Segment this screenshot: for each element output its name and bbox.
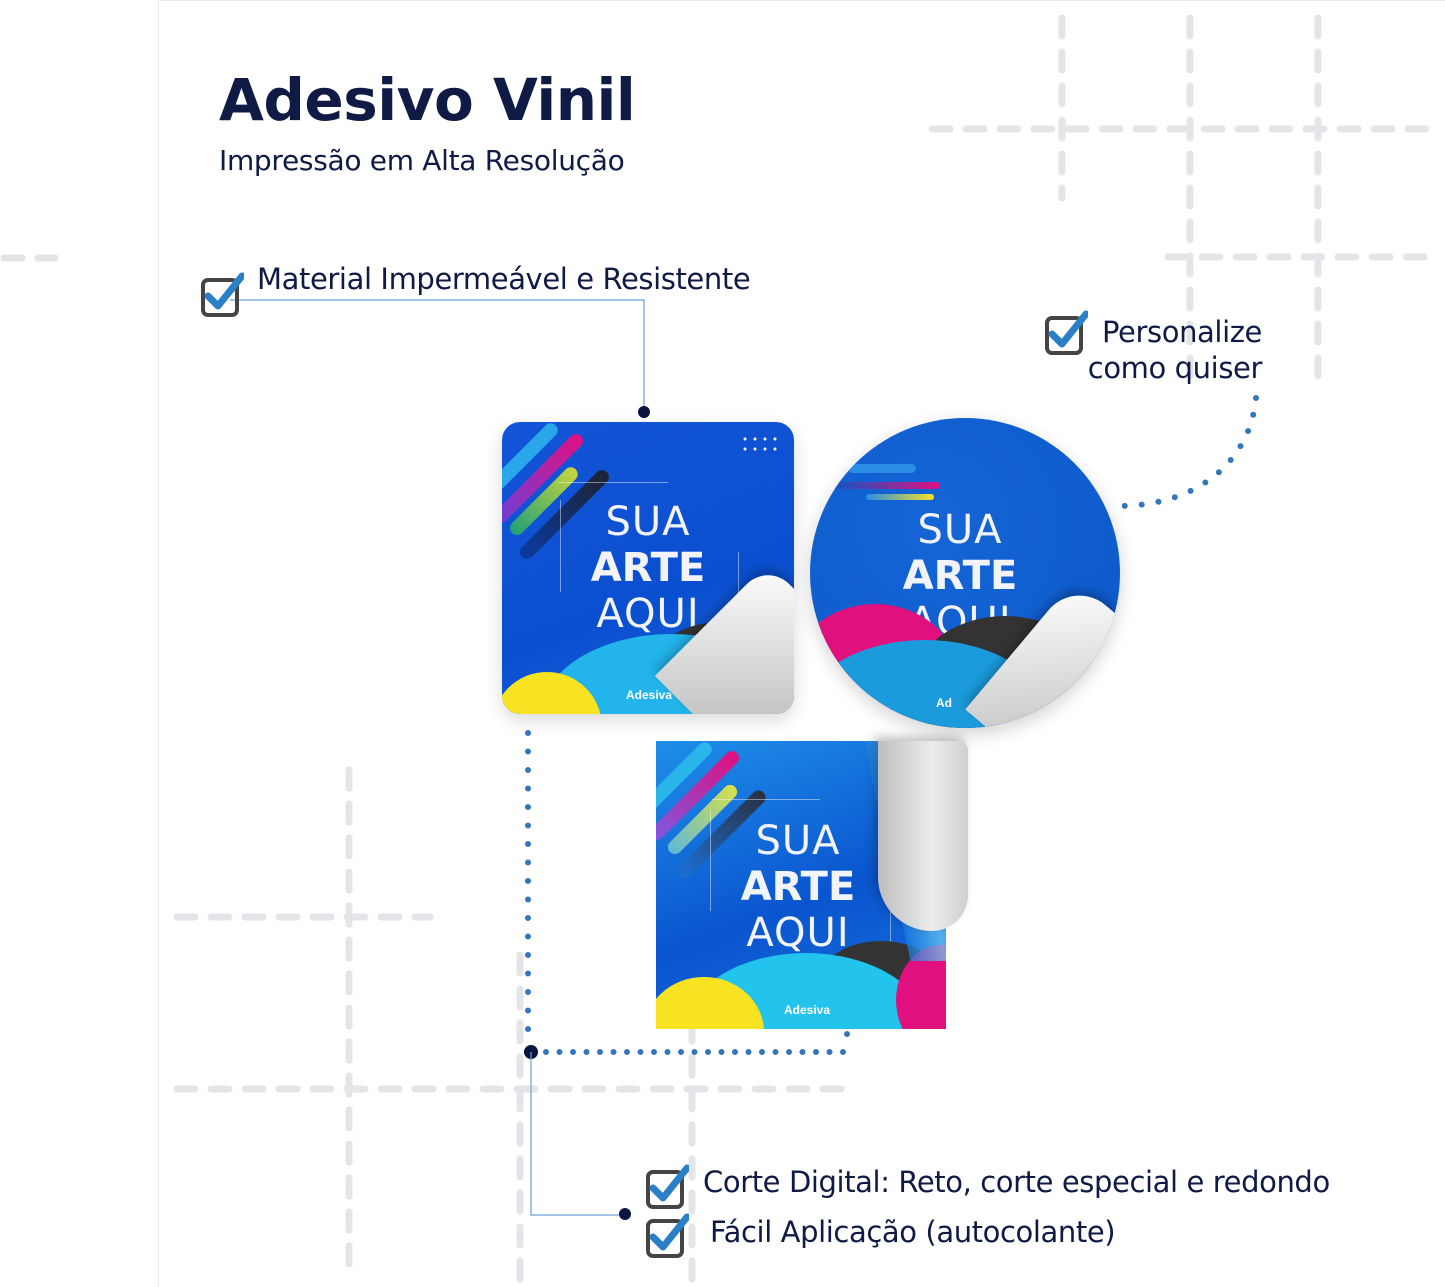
feature-personalize-line1: Personalize [1102, 315, 1262, 349]
sticker-rounded-square: SUA ARTE AQUI Adesiva [502, 422, 794, 714]
feature-corte-digital: Corte Digital: Reto, corte especial e re… [703, 1165, 1330, 1199]
checkbox-checked-icon [646, 1164, 689, 1209]
brand-logo: Adesiva [784, 1003, 831, 1017]
decor-frame-line [558, 482, 668, 483]
decor-frame-line [560, 500, 561, 592]
checkbox-checked-icon [201, 272, 244, 317]
feature-personalize-line2: como quiser [1087, 351, 1263, 385]
feature-material: Material Impermeável e Resistente [257, 262, 751, 296]
decor-stripe [866, 494, 934, 500]
sticker-circle: SUA ARTE AQUI Ad [810, 418, 1120, 728]
content-panel [158, 0, 1445, 1287]
sticker-art-text: SUA ARTE AQUI [590, 499, 706, 637]
peeled-corner [878, 741, 968, 931]
brand-logo: Ad [936, 696, 952, 710]
decor-stripe [830, 482, 940, 489]
checkbox-checked-icon [1045, 310, 1088, 355]
checkbox-checked-icon [646, 1213, 689, 1258]
decor-frame-line [712, 799, 820, 800]
decor-dot-grid [740, 434, 780, 456]
page-subtitle: Impressão em Alta Resolução [219, 144, 625, 177]
page-title: Adesivo Vinil [219, 66, 636, 134]
feature-facil-aplicacao: Fácil Aplicação (autocolante) [710, 1215, 1116, 1249]
decor-frame-line [710, 811, 711, 911]
brand-logo: Adesiva [626, 688, 673, 702]
feature-personalize: Personalize como quiser [1080, 314, 1263, 386]
sticker-art-text: SUA ARTE AQUI [740, 818, 856, 956]
decor-stripe [848, 464, 916, 473]
decor-frame-line [890, 871, 891, 971]
